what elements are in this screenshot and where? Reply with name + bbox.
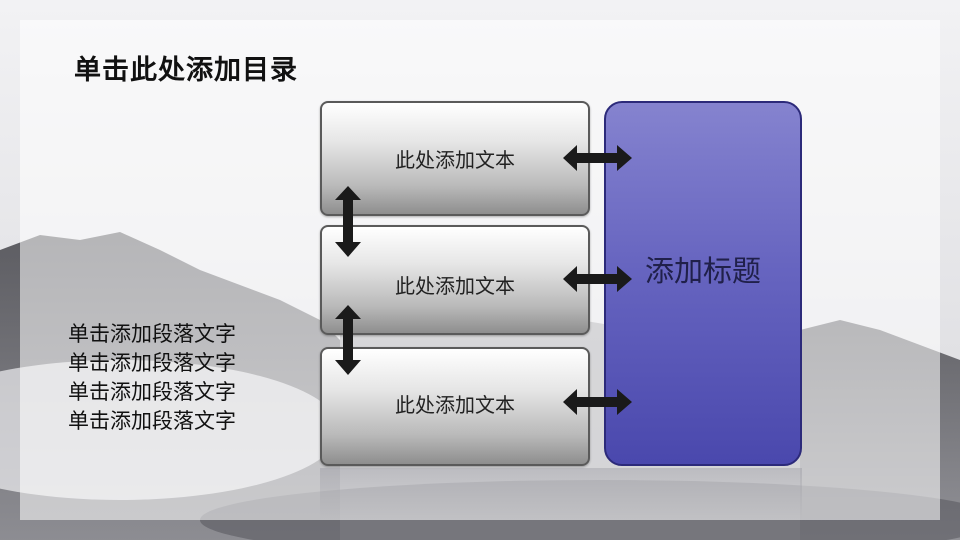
text-box-label: 此处添加文本 xyxy=(395,148,515,172)
paragraph-block: 单击添加段落文字 单击添加段落文字 单击添加段落文字 单击添加段落文字 xyxy=(68,320,236,436)
text-box-label: 此处添加文本 xyxy=(395,273,515,298)
side-title-panel: 添加标题 xyxy=(604,101,802,466)
text-box-1: 此处添加文本 xyxy=(320,101,590,216)
side-title: 添加标题 xyxy=(644,253,761,288)
paragraph-line: 单击添加段落文字 xyxy=(68,351,236,375)
text-box-3: 此处添加文本 xyxy=(320,347,590,466)
paragraph-line: 单击添加段落文字 xyxy=(68,409,236,433)
paragraph-line: 单击添加段落文字 xyxy=(68,380,236,404)
text-box-2: 此处添加文本 xyxy=(320,225,590,335)
text-box-label: 此处添加文本 xyxy=(395,393,515,417)
paragraph-line: 单击添加段落文字 xyxy=(68,322,236,346)
page-title: 单击此处添加目录 xyxy=(74,55,298,86)
reflection xyxy=(320,468,802,520)
